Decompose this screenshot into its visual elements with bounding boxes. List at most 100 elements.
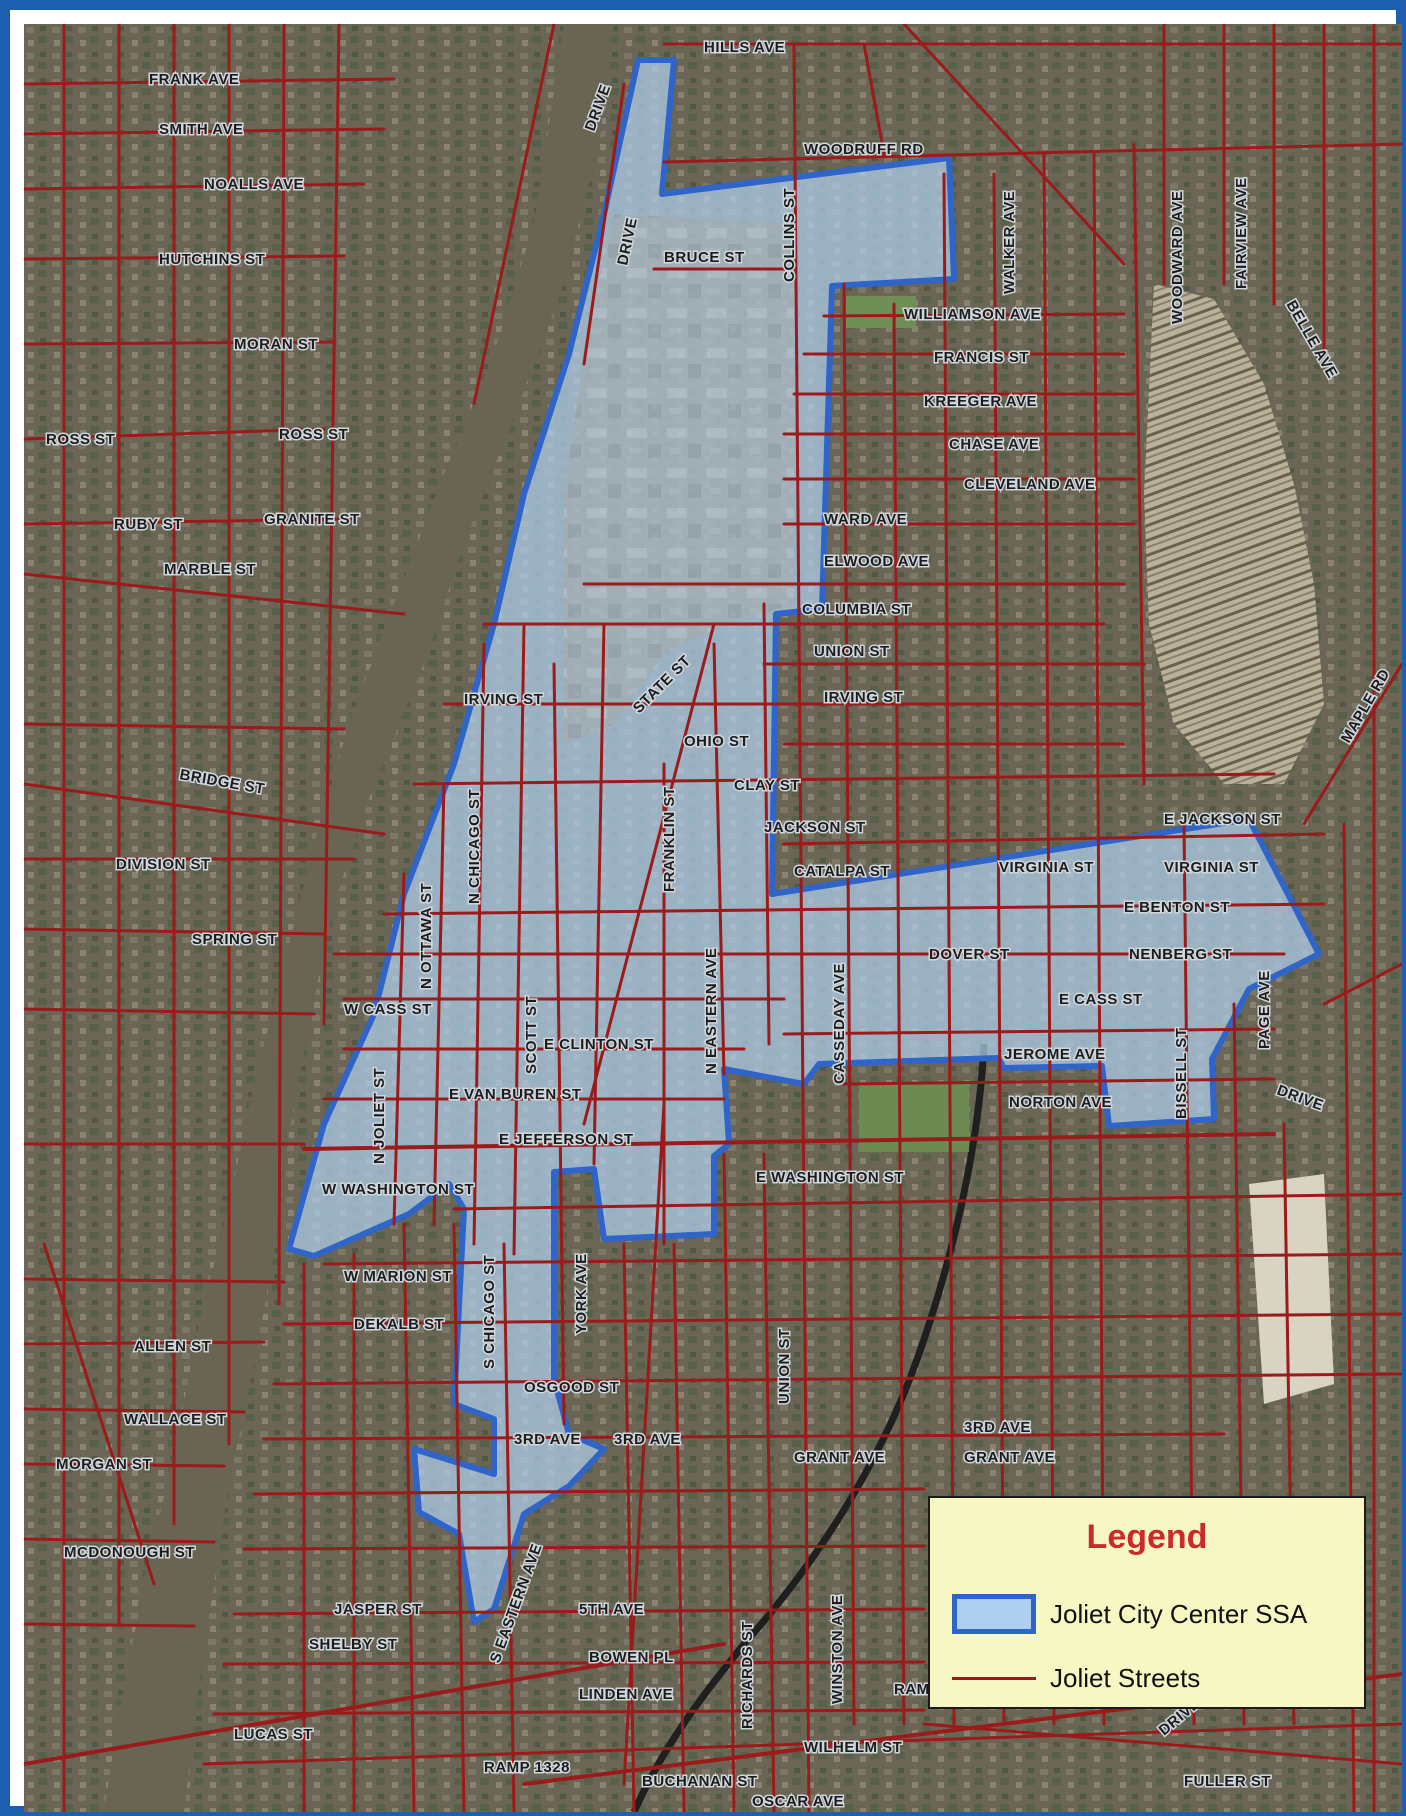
label-ward-ave: WARD AVE bbox=[824, 511, 907, 528]
label-francis-st: FRANCIS ST bbox=[934, 349, 1029, 366]
label-elwood-ave: ELWOOD AVE bbox=[824, 553, 929, 570]
label-virginia-st-west: VIRGINIA ST bbox=[999, 859, 1094, 876]
label-jerome-ave: JEROME AVE bbox=[1004, 1046, 1106, 1063]
label-mcdonough-st: MCDONOUGH ST bbox=[64, 1544, 195, 1561]
label-irving-st-west: IRVING ST bbox=[464, 691, 543, 708]
creek bbox=[630, 1043, 988, 1812]
label-woodruff-rd: WOODRUFF RD bbox=[804, 141, 924, 158]
label-ross-st-east: ROSS ST bbox=[279, 426, 348, 443]
label-marble-st: MARBLE ST bbox=[164, 561, 256, 578]
map-legend: Legend Joliet City Center SSA Joliet Str… bbox=[928, 1496, 1366, 1709]
label-ross-st-west: ROSS ST bbox=[46, 431, 115, 448]
label-lucas-st: LUCAS ST bbox=[234, 1726, 313, 1743]
label-allen-st: ALLEN ST bbox=[134, 1338, 211, 1355]
ssa-industrial-area bbox=[564, 214, 794, 744]
label-oscar-ave: OSCAR AVE bbox=[752, 1793, 844, 1810]
label-grant-ave-east: GRANT AVE bbox=[964, 1449, 1055, 1466]
label-grant-ave-west: GRANT AVE bbox=[794, 1449, 885, 1466]
label-union-st: UNION ST bbox=[814, 643, 890, 660]
label-e-clinton-st: E CLINTON ST bbox=[544, 1036, 654, 1053]
label-fuller-st: FULLER ST bbox=[1184, 1773, 1271, 1790]
legend-item-ssa: Joliet City Center SSA bbox=[952, 1594, 1307, 1634]
label-franklin-st: FRANKLIN ST bbox=[661, 787, 678, 893]
label-fairview-ave: FAIRVIEW AVE bbox=[1233, 177, 1250, 289]
label-3rd-ave-west: 3RD AVE bbox=[514, 1431, 581, 1448]
label-clay-st: CLAY ST bbox=[734, 777, 800, 794]
label-virginia-st-east: VIRGINIA ST bbox=[1164, 859, 1259, 876]
label-linden-ave: LINDEN AVE bbox=[579, 1686, 673, 1703]
label-norton-ave: NORTON AVE bbox=[1009, 1094, 1112, 1111]
label-winston-ave: WINSTON AVE bbox=[829, 1595, 846, 1704]
label-cleveland-ave: CLEVELAND AVE bbox=[964, 476, 1096, 493]
label-columbia-st: COLUMBIA ST bbox=[802, 601, 911, 618]
label-chase-ave: CHASE AVE bbox=[949, 436, 1039, 453]
label-scott-st: SCOTT ST bbox=[523, 996, 540, 1074]
field bbox=[846, 296, 916, 328]
legend-ssa-label: Joliet City Center SSA bbox=[1050, 1598, 1308, 1629]
label-e-van-buren-st: E VAN BUREN ST bbox=[449, 1086, 582, 1103]
label-n-eastern-ave: N EASTERN AVE bbox=[703, 947, 720, 1074]
label-shelby-st: SHELBY ST bbox=[309, 1636, 397, 1653]
label-richards-st: RICHARDS ST bbox=[739, 1621, 756, 1729]
label-e-jefferson-st: E JEFFERSON ST bbox=[499, 1131, 634, 1148]
label-irving-st-east: IRVING ST bbox=[824, 689, 903, 706]
label-bowen-pl: BOWEN PL bbox=[589, 1649, 674, 1666]
label-nenberg-st: NENBERG ST bbox=[1129, 946, 1232, 963]
street-labels: FRANK AVE SMITH AVE NOALLS AVE HUTCHINS … bbox=[45, 38, 1396, 1812]
label-page-ave: PAGE AVE bbox=[1256, 970, 1273, 1049]
ssa-boundary[interactable] bbox=[286, 57, 1322, 1625]
label-n-ottawa-st: N OTTAWA ST bbox=[418, 883, 435, 989]
rail-yard bbox=[1144, 284, 1324, 784]
label-bruce-st: BRUCE ST bbox=[664, 249, 745, 266]
river bbox=[104, 24, 614, 1812]
label-n-joliet-st: N JOLIET ST bbox=[371, 1068, 388, 1164]
label-casseday-ave: CASSEDAY AVE bbox=[831, 963, 848, 1084]
label-ramp-1328: RAMP 1328 bbox=[484, 1759, 570, 1776]
label-3rd-ave-mid: 3RD AVE bbox=[614, 1431, 681, 1448]
label-e-jackson-st: E JACKSON ST bbox=[1164, 811, 1281, 828]
label-buchanan-st: BUCHANAN ST bbox=[642, 1773, 758, 1790]
legend-streets-label: Joliet Streets bbox=[1050, 1662, 1201, 1693]
label-wilhelm-st: WILHELM ST bbox=[804, 1739, 902, 1756]
ssa-swatch-icon bbox=[952, 1594, 1036, 1634]
label-w-marion-st: W MARION ST bbox=[344, 1268, 452, 1285]
label-s-chicago-st: S CHICAGO ST bbox=[481, 1255, 498, 1369]
label-jackson-st: JACKSON ST bbox=[764, 819, 866, 836]
label-ruby-st: RUBY ST bbox=[114, 516, 183, 533]
label-bissell-st: BISSELL ST bbox=[1173, 1028, 1190, 1119]
label-jasper-st: JASPER ST bbox=[334, 1601, 422, 1618]
label-n-chicago-st: N CHICAGO ST bbox=[466, 789, 483, 904]
label-w-cass-st: W CASS ST bbox=[344, 1001, 432, 1018]
label-granite-st: GRANITE ST bbox=[264, 511, 360, 528]
label-3rd-ave-east: 3RD AVE bbox=[964, 1419, 1031, 1436]
label-union-st-south: UNION ST bbox=[776, 1328, 793, 1404]
label-dover-st: DOVER ST bbox=[929, 946, 1010, 963]
label-collins-st: COLLINS ST bbox=[781, 188, 798, 282]
label-e-cass-st: E CASS ST bbox=[1059, 991, 1143, 1008]
label-osgood-st: OSGOOD ST bbox=[524, 1379, 619, 1396]
label-e-benton-st: E BENTON ST bbox=[1124, 899, 1230, 916]
label-e-washington-st: E WASHINGTON ST bbox=[756, 1169, 904, 1186]
legend-title: Legend bbox=[1086, 1518, 1208, 1556]
label-kreeger-ave: KREEGER AVE bbox=[924, 393, 1037, 410]
street-network bbox=[24, 24, 1402, 1812]
aerial-map[interactable]: FRANK AVE SMITH AVE NOALLS AVE HUTCHINS … bbox=[24, 24, 1402, 1812]
label-woodward-ave: WOODWARD AVE bbox=[1169, 191, 1186, 325]
label-hills-ave: HILLS AVE bbox=[704, 39, 785, 56]
label-dekalb-st: DEKALB ST bbox=[354, 1316, 444, 1333]
label-williamson-ave: WILLIAMSON AVE bbox=[904, 306, 1041, 323]
legend-item-streets: Joliet Streets bbox=[952, 1658, 1200, 1698]
label-morgan-st: MORGAN ST bbox=[56, 1456, 152, 1473]
label-w-washington-st: W WASHINGTON ST bbox=[322, 1181, 474, 1198]
label-hutchins-st: HUTCHINS ST bbox=[159, 251, 265, 268]
label-frank-ave: FRANK AVE bbox=[149, 71, 239, 88]
label-ohio-st: OHIO ST bbox=[684, 733, 749, 750]
map-area[interactable]: FRANK AVE SMITH AVE NOALLS AVE HUTCHINS … bbox=[24, 24, 1402, 1812]
rail-yard-south bbox=[1249, 1174, 1334, 1404]
label-walker-ave: WALKER AVE bbox=[1001, 191, 1018, 294]
label-noalls-ave: NOALLS AVE bbox=[204, 176, 304, 193]
label-division-st: DIVISION ST bbox=[116, 856, 211, 873]
street-line-icon bbox=[952, 1658, 1036, 1698]
label-5th-ave: 5TH AVE bbox=[579, 1601, 644, 1618]
